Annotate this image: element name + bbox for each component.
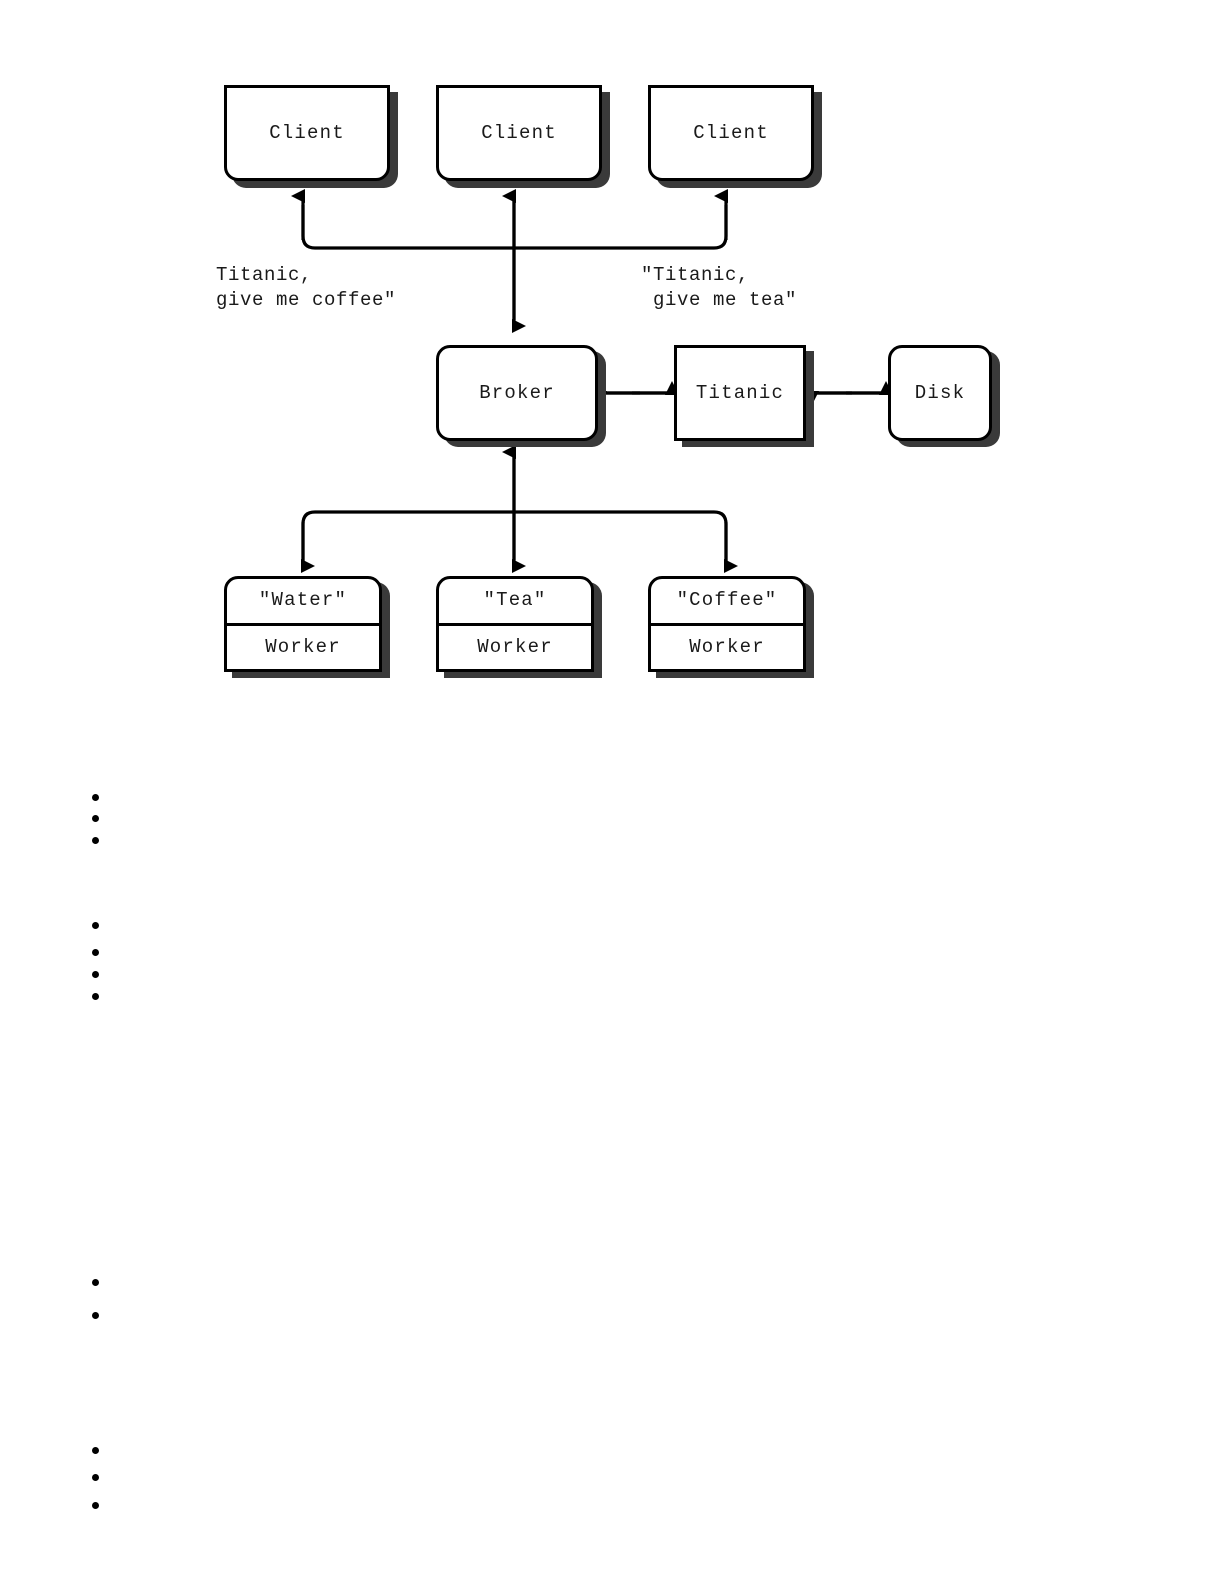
list-item[interactable] [92, 945, 1192, 959]
architecture-diagram: Client Client Client Titanic, give me cof… [0, 0, 1224, 720]
client-box-left[interactable]: Client [224, 85, 390, 181]
worker-box-coffee[interactable]: "Coffee" Worker [648, 576, 806, 672]
annotation-request-coffee: Titanic, give me coffee" [216, 263, 396, 313]
worker-coffee-service-label: "Coffee" [676, 589, 778, 612]
worker-tea-role-label: Worker [477, 635, 553, 658]
bullet-icon [92, 1311, 99, 1319]
annotation-request-tea: "Titanic, give me tea" [641, 263, 797, 313]
list-item[interactable] [92, 1498, 1192, 1512]
client-box-right[interactable]: Client [648, 85, 814, 181]
bullet-icon [92, 921, 99, 929]
bullet-icon [92, 1473, 99, 1481]
annotation-coffee-line2: give me coffee" [216, 289, 397, 311]
broker-box[interactable]: Broker [436, 345, 598, 441]
worker-water-role-label: Worker [265, 635, 341, 658]
bullet-icon [92, 970, 99, 978]
client-right-label: Client [693, 121, 769, 144]
worker-tea-service-cell: "Tea" [439, 579, 591, 626]
worker-box-tea[interactable]: "Tea" Worker [436, 576, 594, 672]
bullet-icon [92, 1446, 99, 1454]
worker-coffee-role-label: Worker [689, 635, 765, 658]
worker-box-water[interactable]: "Water" Worker [224, 576, 382, 672]
titanic-label: Titanic [695, 381, 785, 404]
bullet-icon [92, 1501, 99, 1509]
list-item[interactable] [92, 1308, 1192, 1322]
wire-worker-bus [301, 510, 728, 566]
list-item[interactable] [92, 967, 1192, 981]
client-left-label: Client [269, 121, 345, 144]
bullet-icon [92, 992, 99, 1000]
list-item[interactable] [92, 1443, 1192, 1457]
worker-water-role-cell: Worker [227, 626, 379, 670]
annotation-coffee-line1: Titanic, [216, 264, 313, 286]
worker-coffee-role-cell: Worker [651, 626, 803, 670]
annotation-tea-line1: "Titanic, [641, 264, 750, 286]
worker-coffee-service-cell: "Coffee" [651, 579, 803, 626]
broker-label: Broker [479, 381, 555, 404]
client-center-label: Client [481, 121, 557, 144]
disk-box[interactable]: Disk [888, 345, 992, 441]
disk-label: Disk [914, 381, 966, 404]
list-item[interactable] [92, 811, 1192, 825]
annotation-tea-line2: give me tea" [641, 289, 798, 311]
bullet-icon [92, 836, 99, 844]
bullet-icon [92, 814, 99, 822]
list-item[interactable] [92, 833, 1192, 847]
wire-client-bus [301, 205, 728, 250]
bullet-icon [92, 1278, 99, 1286]
worker-tea-role-cell: Worker [439, 626, 591, 670]
worker-water-service-cell: "Water" [227, 579, 379, 626]
titanic-box[interactable]: Titanic [674, 345, 806, 441]
list-item[interactable] [92, 790, 1192, 804]
bullet-icon [92, 948, 99, 956]
list-item[interactable] [92, 1470, 1192, 1484]
list-item[interactable] [92, 989, 1192, 1003]
bullet-icon [92, 793, 99, 801]
worker-water-service-label: "Water" [258, 589, 348, 612]
list-item[interactable] [92, 918, 1192, 932]
client-box-center[interactable]: Client [436, 85, 602, 181]
list-item[interactable] [92, 1275, 1192, 1289]
worker-tea-service-label: "Tea" [483, 589, 547, 612]
connector-layer [291, 189, 893, 573]
